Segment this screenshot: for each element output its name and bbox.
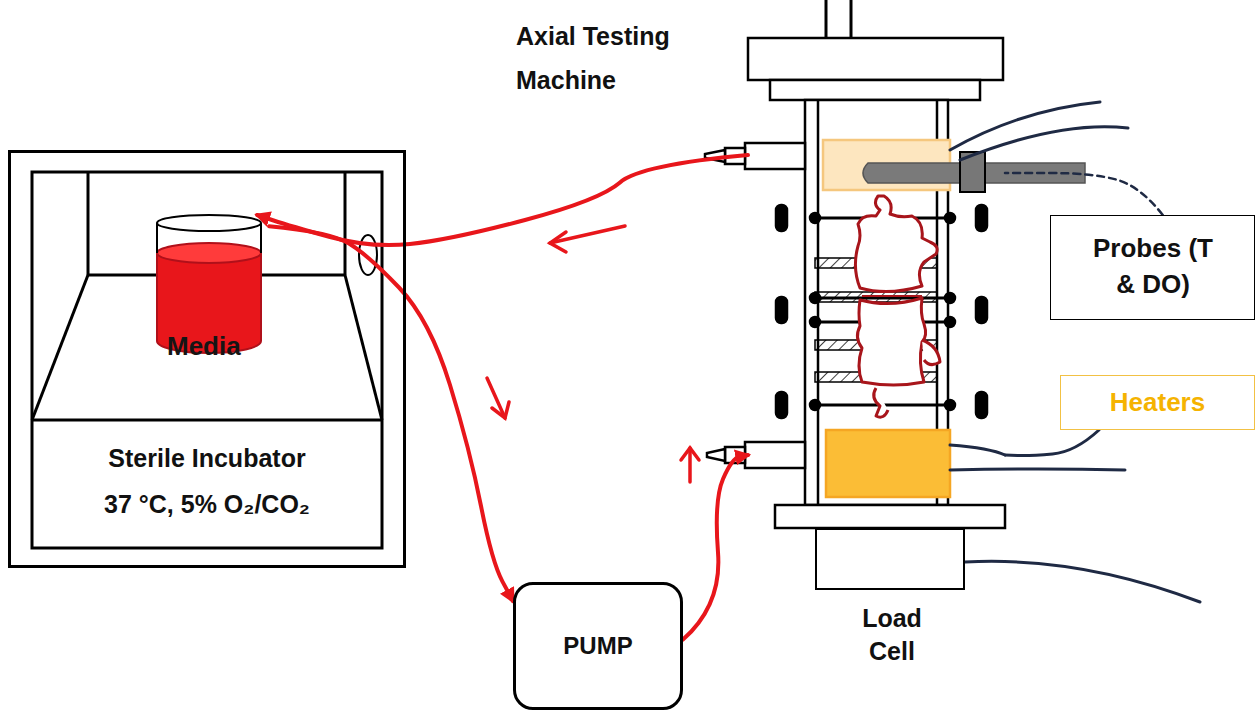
node-label: 37 °C, 5% O₂/CO₂	[11, 489, 403, 519]
incubator-box: Sterile Incubator 37 °C, 5% O₂/CO₂ Media	[8, 150, 406, 568]
node-label: Sterile Incubator	[11, 443, 403, 473]
node-label: Axial Testing Machine	[516, 14, 721, 102]
wire	[950, 102, 1200, 602]
flow-arrow	[487, 226, 699, 482]
node-label: Heaters	[1061, 387, 1254, 418]
probes-box: Probes (T & DO)	[1050, 215, 1255, 320]
node-label: Media	[167, 331, 241, 362]
axial-testing-machine	[705, 0, 1005, 528]
node-label: PUMP	[516, 632, 680, 661]
media-tube	[269, 226, 513, 601]
node-label: Probes (T & DO)	[1083, 230, 1223, 302]
media-tube	[683, 455, 748, 640]
load-cell: Load Cell	[815, 528, 965, 590]
testing-machine: Axial Testing Machine	[748, 38, 1005, 528]
heater-cable	[1005, 430, 1099, 456]
media-tube	[257, 155, 748, 245]
pump-box: PUMP	[513, 582, 683, 710]
media-beaker: Media	[151, 215, 269, 355]
heaters-box: Heaters	[1060, 375, 1255, 430]
node-label: Load Cell	[847, 602, 937, 668]
probe-cable	[1005, 173, 1163, 215]
spine-segment	[855, 196, 940, 417]
